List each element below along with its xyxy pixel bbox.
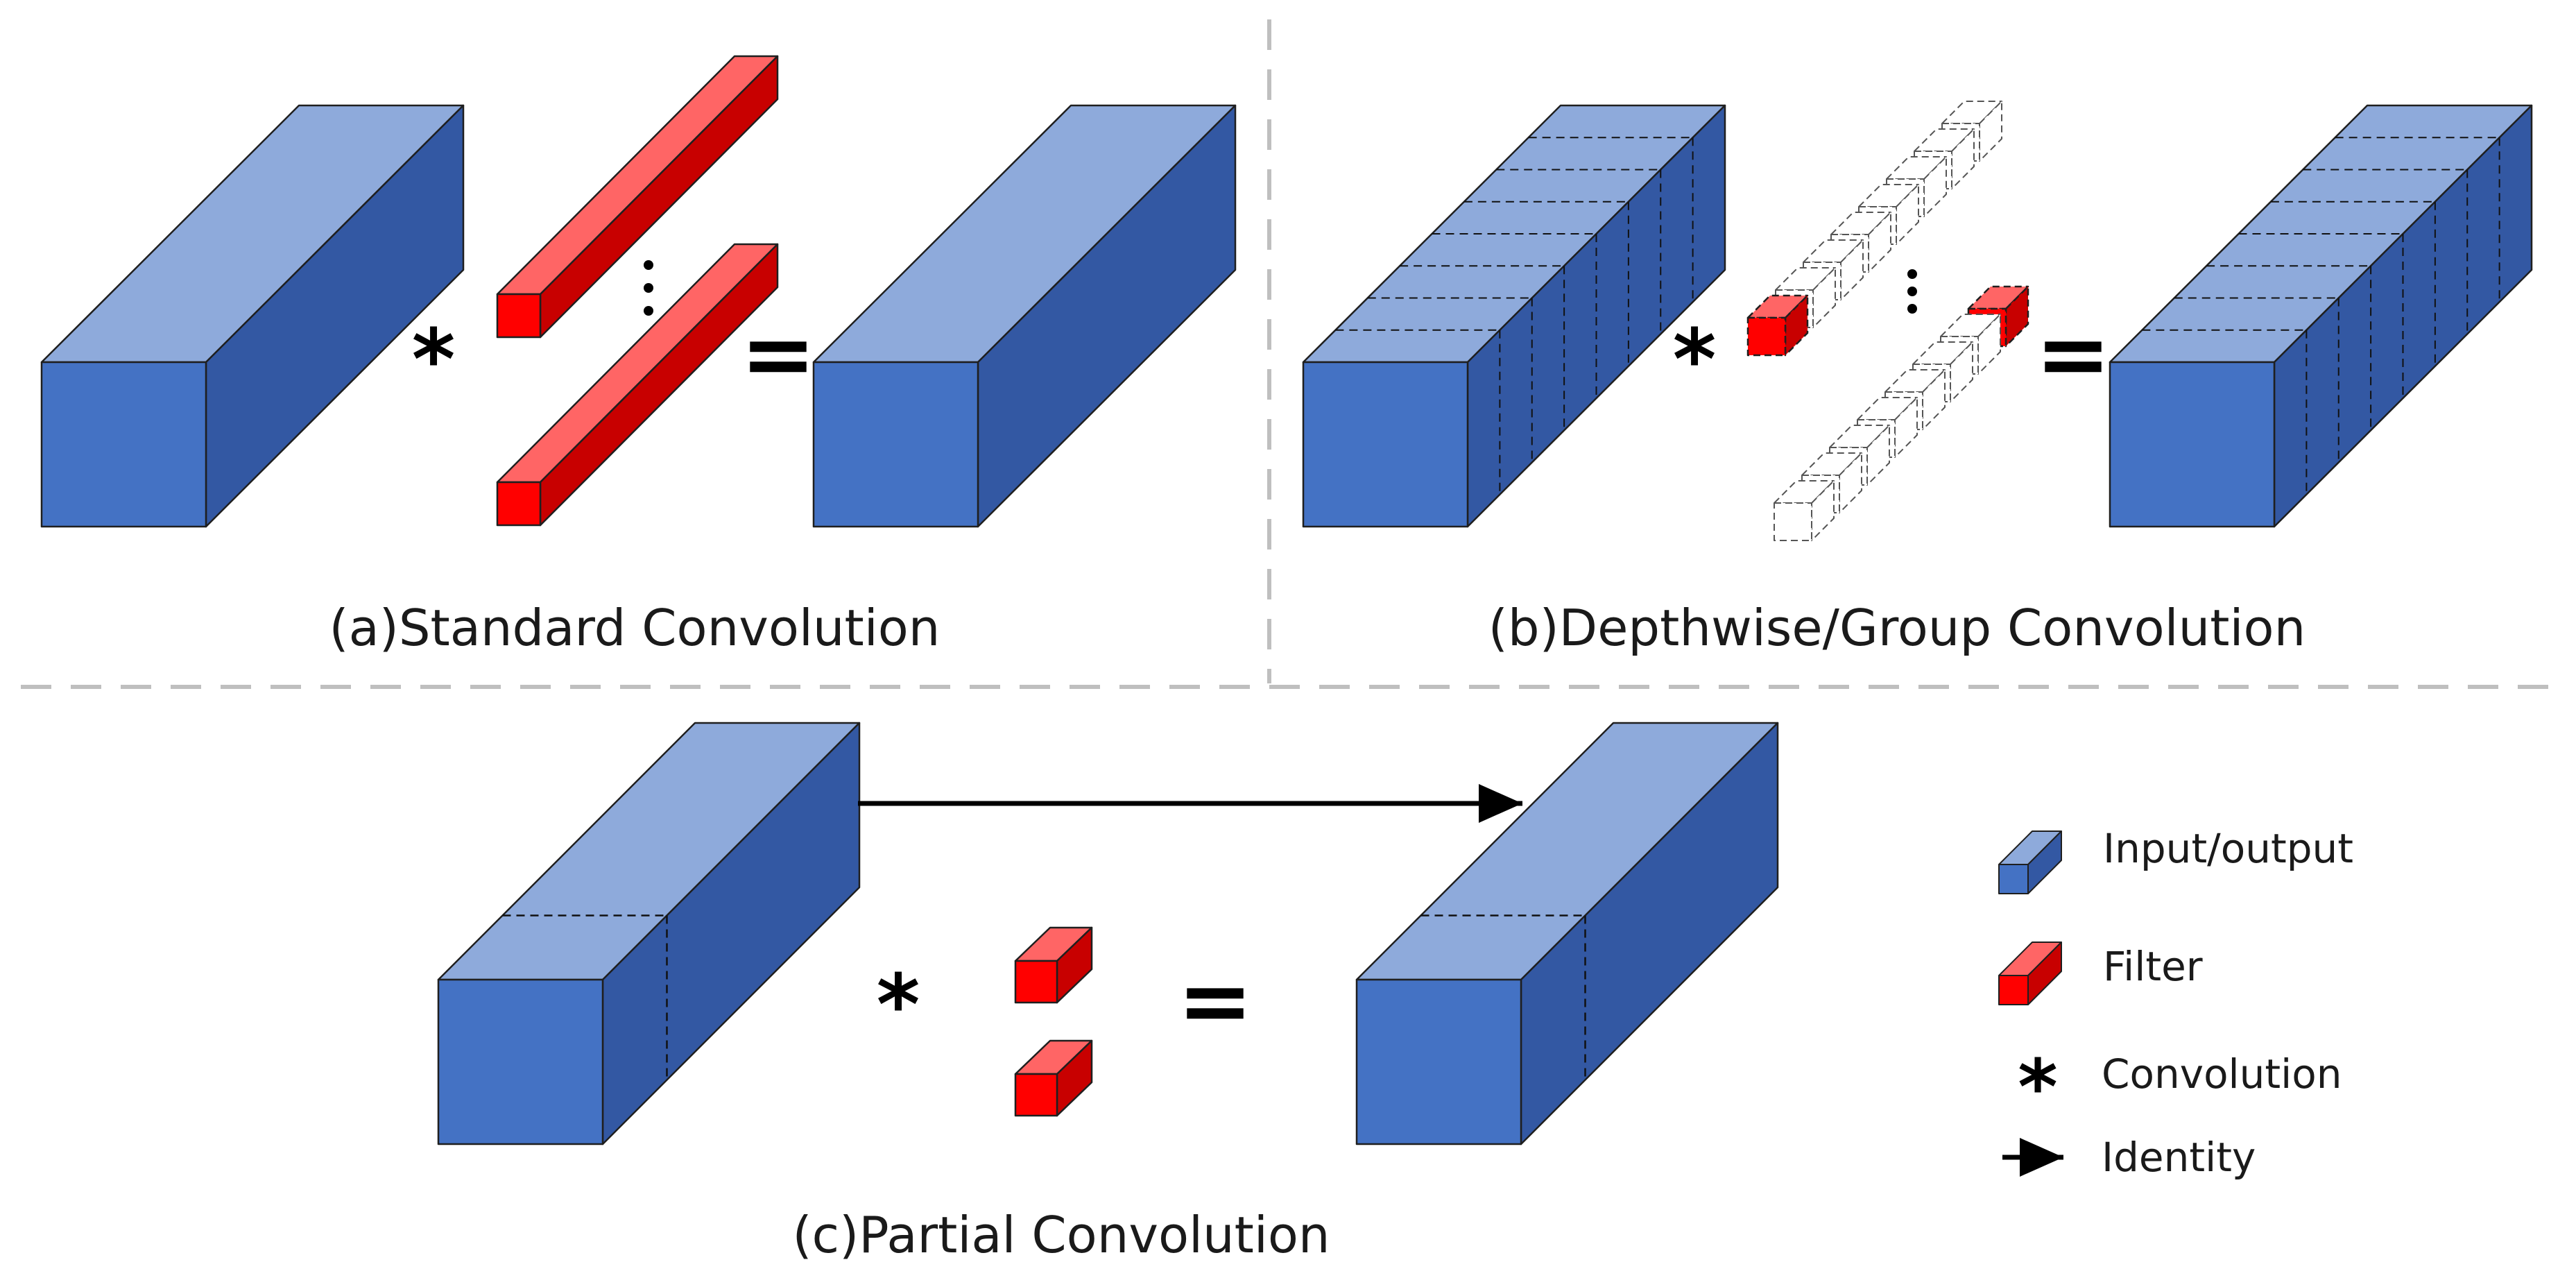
partial-front-face	[1355, 978, 1522, 1145]
grouped-front-face	[2109, 361, 2276, 528]
legend-filter-cube	[1998, 942, 2062, 1005]
partial-filters	[1014, 926, 1093, 1117]
legend-filter-label: Filter	[2103, 943, 2203, 990]
filter-cell-front-face	[1746, 316, 1787, 357]
convolution-operator: *	[1673, 312, 1717, 409]
legend-io-front-face	[1998, 864, 2029, 894]
convolution-operator: *	[412, 312, 456, 409]
panel-c-caption: (c)Partial Convolution	[792, 1206, 1330, 1264]
vertical-ellipsis	[1907, 269, 1917, 314]
grouped-front-face	[1302, 361, 1469, 528]
partial-filter-2-front-face	[1014, 1073, 1058, 1117]
empty-cell-front-face	[1774, 502, 1812, 541]
output-feature-map	[1355, 722, 1779, 1145]
equals-operator: =	[741, 301, 816, 407]
convolution-operator: *	[877, 957, 920, 1054]
panel-a-standard-convolution: * = (a)Standard Convolution	[40, 55, 1237, 657]
input-feature-map	[437, 722, 861, 1145]
panel-b-caption: (b)Depthwise/Group Convolution	[1488, 599, 2305, 657]
panel-c-partial-convolution: * = (c)Partial Convolution	[437, 722, 1779, 1264]
panel-b-depthwise-convolution: * = (b)Depthwise/Group Convolution	[1302, 101, 2533, 657]
filter-top-front-face	[496, 293, 542, 339]
equals-operator: =	[1178, 948, 1253, 1053]
partial-filter-1-front-face	[1014, 960, 1058, 1004]
depthwise-filters	[1746, 101, 2029, 541]
input-feature-map	[1302, 104, 1726, 528]
legend-convolution-symbol: *	[2018, 1043, 2058, 1132]
partial-front-face	[437, 978, 604, 1145]
legend-identity-label: Identity	[2102, 1134, 2256, 1181]
output-feature-map	[2109, 104, 2533, 528]
output-feature-map	[812, 104, 1237, 528]
output-front-face	[812, 361, 979, 528]
filter-bottom-front-face	[496, 481, 542, 527]
legend-input-output-label: Input/output	[2103, 825, 2353, 872]
input-feature-map	[40, 104, 465, 528]
panel-dividers	[21, 19, 2559, 689]
input-front-face	[40, 361, 207, 528]
panel-a-caption: (a)Standard Convolution	[329, 599, 941, 657]
filter-stack	[496, 55, 779, 527]
legend-input-output-cube	[1998, 830, 2062, 894]
legend: Input/output Filter * Convolution Identi…	[1998, 825, 2353, 1181]
legend-convolution-label: Convolution	[2102, 1050, 2342, 1098]
equals-operator: =	[2036, 301, 2111, 407]
vertical-ellipsis	[644, 260, 653, 316]
legend-filter-front-face	[1998, 975, 2029, 1005]
